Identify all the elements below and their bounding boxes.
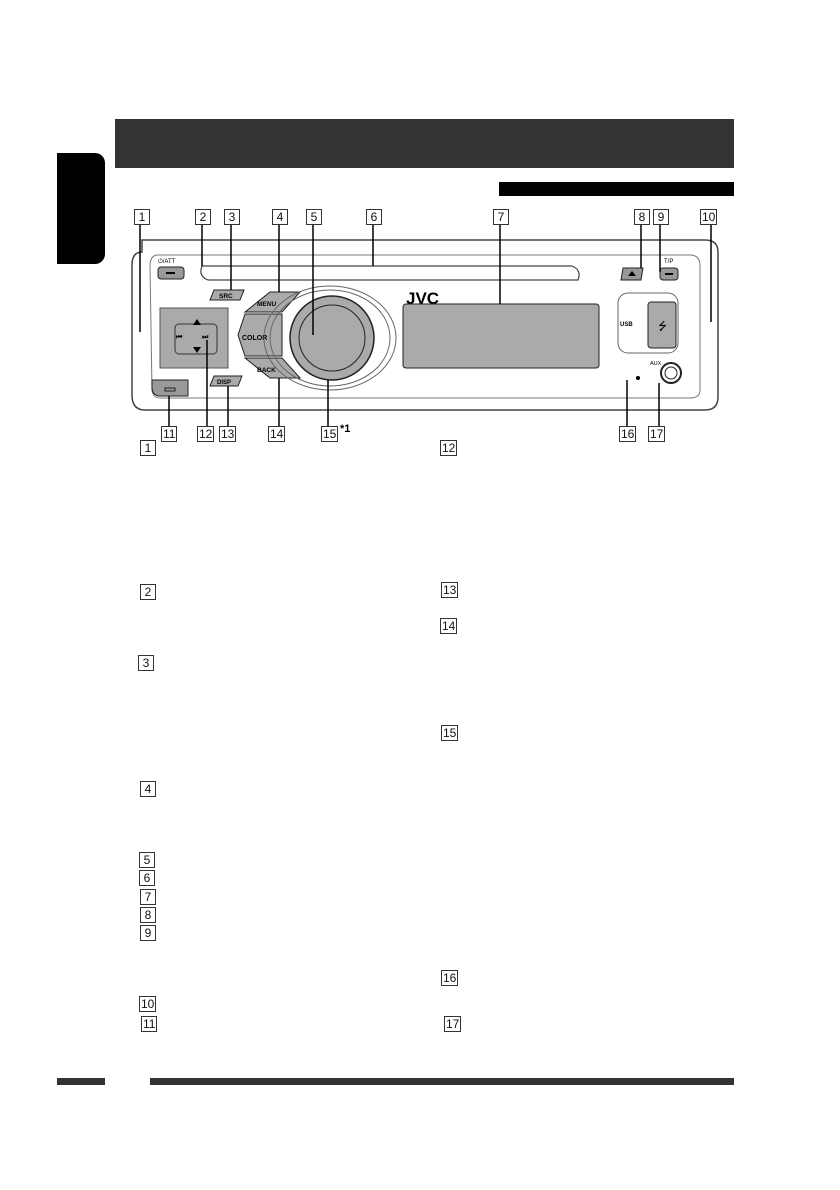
- legend-item-2: 2: [140, 584, 156, 600]
- svg-text:MENU: MENU: [257, 301, 276, 308]
- svg-text:COLOR: COLOR: [242, 335, 267, 342]
- footnote-marker: *1: [340, 423, 351, 435]
- callout-5: 5: [306, 209, 322, 225]
- menu-button: [243, 291, 302, 313]
- callout-4: 4: [272, 209, 288, 225]
- disc-slot: [200, 265, 580, 281]
- callout-6: 6: [366, 209, 382, 225]
- callout-7: 7: [493, 209, 509, 225]
- callout-8: 8: [634, 209, 650, 225]
- callout-14: 14: [268, 426, 286, 442]
- callout-15: 15: [321, 426, 339, 442]
- legend-item-15: 15: [441, 725, 459, 741]
- legend-item-8: 8: [140, 907, 156, 923]
- legend-item-16: 16: [441, 970, 459, 986]
- svg-text:DISP: DISP: [217, 380, 231, 386]
- control-pad: [159, 307, 229, 369]
- subsection-title-bar: [499, 182, 734, 196]
- legend-item-9: 9: [140, 925, 156, 941]
- svg-text:⏮: ⏮: [176, 334, 183, 341]
- disp-button: [209, 375, 243, 387]
- faceplate-diagram: ⏻/ATT SRC ⏮ ⏭ DISP MENU COLOR BACK JVC T…: [131, 224, 719, 426]
- section-header-band: [115, 119, 734, 168]
- svg-text:⏭: ⏭: [202, 334, 209, 341]
- legend-item-11: 11: [141, 1016, 158, 1032]
- legend-item-6: 6: [139, 870, 155, 886]
- legend-item-14: 14: [440, 618, 458, 634]
- callout-11: 11: [161, 426, 178, 442]
- language-side-tab: [57, 153, 105, 264]
- legend-item-7: 7: [140, 889, 156, 905]
- callout-2: 2: [195, 209, 211, 225]
- callout-10: 10: [700, 209, 718, 225]
- legend-item-10: 10: [139, 996, 157, 1012]
- callout-9: 9: [653, 209, 669, 225]
- callout-13: 13: [219, 426, 237, 442]
- legend-item-17: 17: [444, 1016, 462, 1032]
- svg-text:JVC: JVC: [406, 289, 439, 308]
- svg-text:AUX: AUX: [650, 361, 662, 367]
- src-button: [209, 289, 245, 301]
- callout-17: 17: [648, 426, 666, 442]
- callout-12: 12: [197, 426, 215, 442]
- legend-item-1: 1: [140, 440, 156, 456]
- callout-3: 3: [224, 209, 240, 225]
- legend-item-12: 12: [440, 440, 458, 456]
- legend-item-4: 4: [140, 781, 156, 797]
- footer-page-marker: [57, 1078, 105, 1085]
- usb-port: [647, 301, 677, 349]
- reset-button: [636, 376, 640, 380]
- svg-text:⭍: ⭍: [658, 320, 667, 333]
- svg-text:T/P: T/P: [664, 259, 673, 265]
- svg-text:USB: USB: [620, 322, 633, 328]
- legend-item-5: 5: [139, 852, 155, 868]
- footer-rule: [150, 1078, 734, 1085]
- legend-item-13: 13: [441, 582, 459, 598]
- callout-1: 1: [134, 209, 150, 225]
- legend-item-3: 3: [138, 655, 154, 671]
- svg-text:SRC: SRC: [219, 293, 233, 300]
- svg-text:⏻/ATT: ⏻/ATT: [158, 258, 176, 265]
- svg-text:BACK: BACK: [257, 367, 276, 374]
- back-button: [243, 357, 302, 379]
- display-window: [402, 303, 600, 369]
- callout-16: 16: [619, 426, 637, 442]
